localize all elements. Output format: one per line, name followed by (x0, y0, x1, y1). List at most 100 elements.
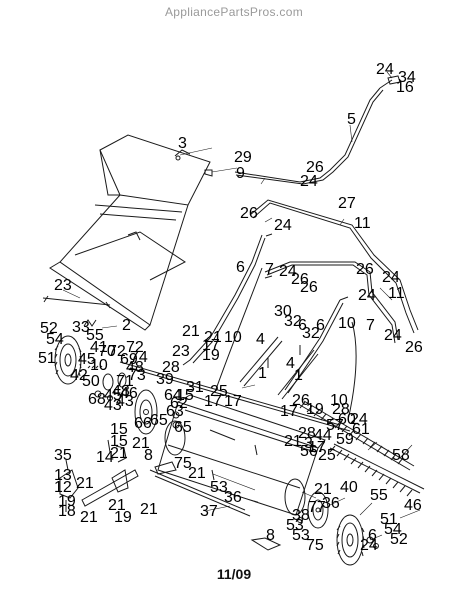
part-label: 46 (120, 385, 138, 402)
part-label: 57 (326, 417, 344, 434)
part-label: 45 (104, 387, 122, 404)
part-label: 19 (114, 509, 132, 526)
part-label: 10 (338, 315, 356, 332)
part-label: 24 (384, 327, 402, 344)
part-label: 24 (360, 537, 378, 554)
part-label: 26 (356, 261, 374, 278)
part-label: 34 (398, 69, 416, 86)
part-label: 24 (358, 287, 376, 304)
part-label: 24 (279, 263, 297, 280)
part-label: 11 (354, 215, 371, 232)
part-label: 71 (116, 373, 134, 390)
part-label: 43 (104, 397, 122, 414)
part-label: 68 (88, 391, 106, 408)
part-label: 6 (236, 259, 245, 276)
part-label: 52 (390, 531, 408, 548)
brackets-drawing (42, 75, 401, 551)
part-label: 69 (120, 351, 138, 368)
part-label: 3 (178, 135, 187, 152)
part-label: 62 (170, 395, 188, 412)
part-label: 66 (134, 415, 152, 432)
part-label: 17 (202, 337, 220, 354)
watermark: AppliancePartsPros.com (165, 5, 303, 19)
part-label: 38 (292, 507, 310, 524)
part-label: 6 (316, 317, 325, 334)
part-label: 36 (322, 495, 340, 512)
part-label: 64 (164, 387, 182, 404)
part-label: 8 (266, 527, 275, 544)
part-label: 43 (116, 393, 134, 410)
part-label: 32 (284, 313, 302, 330)
part-label: 48 (126, 359, 144, 376)
part-label: 4 (286, 355, 295, 372)
leader-lines (62, 71, 421, 541)
part-label: 17 (204, 393, 222, 410)
part-label: 24 (382, 269, 400, 286)
part-label: 1 (294, 367, 303, 384)
hopper-drawing (49, 134, 211, 331)
part-label: 21 (108, 497, 126, 514)
part-label: 72 (126, 339, 144, 356)
part-label: 24 (350, 411, 368, 428)
part-label: 19 (202, 347, 220, 364)
side-frames-drawing (214, 267, 357, 421)
axle-rods-drawing (119, 361, 351, 517)
part-label: 21 (110, 445, 128, 462)
part-label: 25 (210, 383, 228, 400)
part-label: 74 (130, 349, 148, 366)
part-label: 26 (306, 159, 324, 176)
part-label: 10 (90, 357, 108, 374)
part-label: 48 (112, 383, 130, 400)
part-label: 17 (280, 403, 298, 420)
part-label: 40 (340, 479, 358, 496)
part-label: 54 (46, 331, 64, 348)
part-label: 26 (240, 205, 258, 222)
part-label: 65 (174, 419, 192, 436)
part-label: 61 (352, 421, 370, 438)
part-label: 50 (82, 373, 100, 390)
part-label: 24 (376, 61, 394, 78)
part-label: 15 (176, 387, 194, 404)
part-label: 70 (98, 343, 116, 360)
part-label: 72 (108, 343, 126, 360)
part-label: 25 (318, 447, 336, 464)
part-label: 59 (336, 431, 354, 448)
part-label: 53 (210, 479, 228, 496)
part-label: 26 (405, 339, 423, 356)
part-label: 21 (204, 329, 222, 346)
part-label: 10 (224, 329, 242, 346)
part-label: 26 (291, 271, 309, 288)
part-label: 23 (172, 343, 190, 360)
part-label: 39 (156, 371, 174, 388)
brushes-drawing (239, 336, 425, 497)
part-label: 7 (265, 261, 274, 278)
part-label: 51 (380, 511, 398, 528)
part-label: 10 (330, 392, 348, 409)
part-label: 28 (298, 425, 316, 442)
part-label: 46 (404, 497, 422, 514)
part-label: 4 (256, 331, 265, 348)
part-label: 21 (140, 501, 158, 518)
part-label: 19 (306, 401, 324, 418)
part-label: 18 (58, 503, 76, 520)
part-label: 35 (54, 447, 72, 464)
part-label: 75 (306, 537, 324, 554)
part-label: 73 (128, 367, 146, 384)
part-label: 30 (274, 303, 292, 320)
part-label: 17 (224, 393, 242, 410)
part-label: 36 (224, 489, 242, 506)
part-label: 60 (338, 411, 356, 428)
part-label: 21 (314, 481, 332, 498)
part-label: 6 (298, 317, 307, 334)
part-label: 44 (314, 427, 332, 444)
part-label: 58 (392, 447, 410, 464)
part-label: 11 (388, 285, 405, 302)
part-label: 53 (286, 517, 304, 534)
part-label: 3 (304, 435, 313, 452)
part-label: 12 (54, 479, 72, 496)
part-label: 14 (96, 449, 114, 466)
part-label: 17 (308, 439, 326, 456)
part-label: 1 (258, 365, 267, 382)
